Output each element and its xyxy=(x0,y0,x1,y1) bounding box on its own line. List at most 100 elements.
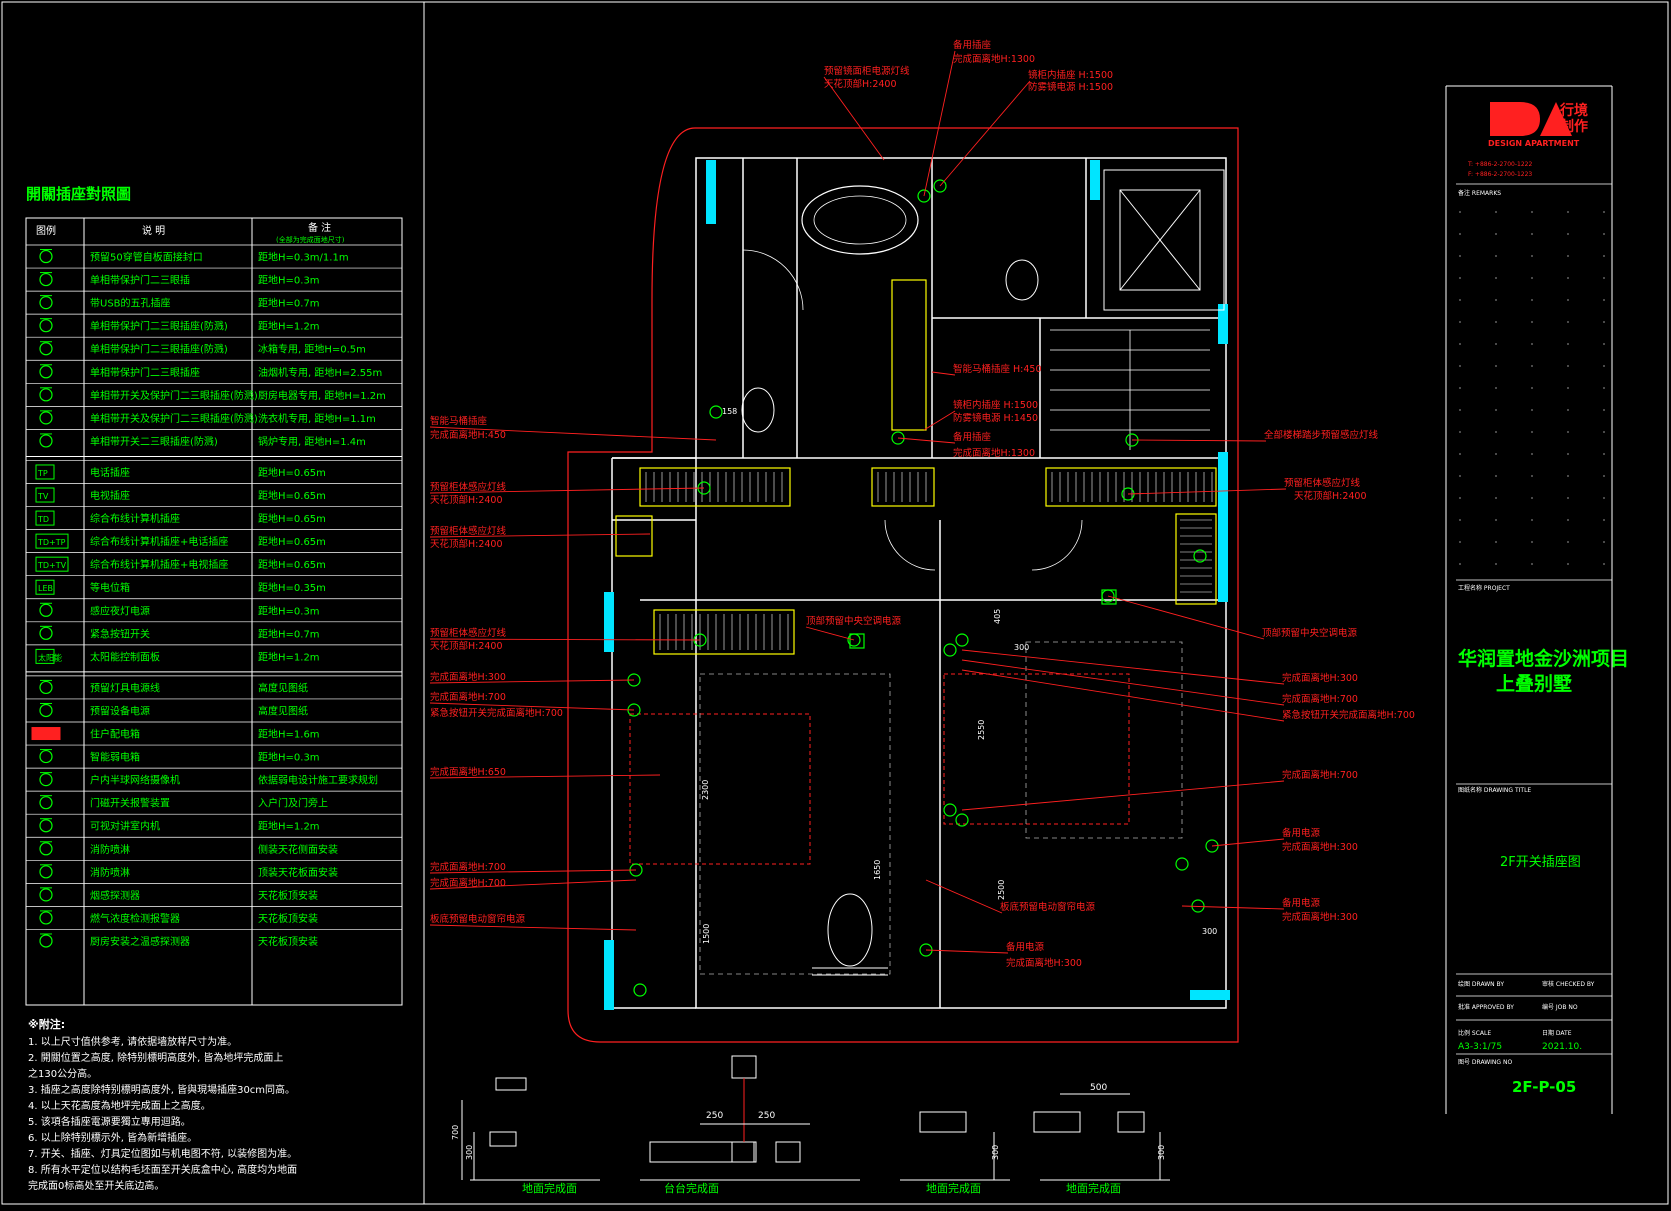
svg-text:行境: 行境 xyxy=(1559,102,1588,119)
window-glass xyxy=(604,160,1230,1010)
legend-desc: 单相带开关二三眼插座(防溅) xyxy=(90,435,218,448)
annotation-label: 备用电源 xyxy=(1006,941,1045,953)
leader-line xyxy=(429,869,637,874)
annotation-label: 板底预留电动窗帘电源 xyxy=(1000,901,1096,913)
legend-note: 顶装天花板面安装 xyxy=(258,866,338,879)
wardrobe xyxy=(1175,513,1217,605)
legend-desc: 电话插座 xyxy=(90,466,130,479)
annotation-label: 预留柜体感应灯线 xyxy=(1284,477,1361,489)
dimension-value: 700 xyxy=(451,1125,460,1140)
annotation-label: 板底预留电动窗帘电源 xyxy=(430,913,526,925)
svg-text:DESIGN APARTMENT: DESIGN APARTMENT xyxy=(1488,139,1580,148)
dimension-value: 250 xyxy=(758,1111,775,1121)
annotation-label: 镜柜内插座 H:1500 xyxy=(953,399,1038,411)
leader-line xyxy=(429,924,637,931)
annotation-label: 紧急按钮开关完成面离地H:700 xyxy=(430,707,563,719)
dimension-value: 250 xyxy=(706,1111,723,1121)
leader-line xyxy=(961,659,1285,706)
staircase xyxy=(1050,329,1210,450)
leader-line xyxy=(961,669,1285,722)
annotation-label: 完成面离地H:1300 xyxy=(953,447,1035,459)
note-line: 1. 以上尺寸值供参考, 请依据墙放样尺寸为准。 xyxy=(28,1035,237,1048)
legend-note: 距地H=0.3m xyxy=(258,604,320,617)
bed xyxy=(629,713,811,865)
legend-note: 冰箱专用, 距地H=0.5m xyxy=(258,343,366,356)
leader-line xyxy=(1127,488,1287,495)
legend-note: 油烟机专用, 距地H=2.55m xyxy=(258,366,382,379)
legend-desc: 等电位箱 xyxy=(90,581,130,594)
drawing-title-label: 图纸名称 DRAWING TITLE xyxy=(1458,786,1531,794)
wardrobe xyxy=(615,515,653,557)
project-label: 工程名称 PROJECT xyxy=(1458,584,1510,592)
annotation-label: 紧急按钮开关完成面离地H:700 xyxy=(1282,709,1415,721)
legend-desc: 综合布线计算机插座+电话插座 xyxy=(90,535,228,548)
leader-line xyxy=(429,426,717,441)
drawn-by-label: 绘图 DRAWN BY xyxy=(1458,980,1504,988)
socket-icon xyxy=(39,272,53,287)
sprinkler2-icon xyxy=(39,864,53,879)
annotation-label: 预留镜面柜电源灯线 xyxy=(824,65,910,77)
leader-line xyxy=(429,879,637,890)
annotation-label: 完成面离地H:700 xyxy=(1282,693,1358,705)
plan-outline xyxy=(567,127,1239,1043)
dimension-value: 158 xyxy=(722,407,737,416)
legend-note: 依据弱电设计施工要求规划 xyxy=(258,774,378,787)
leader-line xyxy=(923,50,956,197)
annotation-label: 顶部预留中央空调电源 xyxy=(806,615,902,627)
title-block: 行境 制作 DESIGN APARTMENT T: +886-2-2700-12… xyxy=(1445,85,1629,1114)
bed xyxy=(943,673,1130,825)
dimension-value: 2300 xyxy=(701,780,710,800)
socket-symbol xyxy=(943,803,957,817)
leader-line xyxy=(925,879,1003,914)
legend-note: 距地H=1.2m xyxy=(258,650,320,663)
wardrobe xyxy=(871,467,935,507)
legend-note: 距地H=0.3m xyxy=(258,751,320,764)
notes-title: ※附注: xyxy=(28,1017,65,1031)
socket-symbol xyxy=(943,643,957,657)
leader-line xyxy=(1211,838,1285,847)
wardrobe xyxy=(653,609,795,655)
annotation-label: 智能马桶插座 H:450 xyxy=(953,363,1042,375)
socket-icon xyxy=(39,318,53,333)
legend-desc: 可视对讲室内机 xyxy=(90,820,160,833)
contact-fax: F: +886-2-2700-1223 xyxy=(1468,171,1532,178)
remarks-label: 备注 REMARKS xyxy=(1458,189,1501,197)
legend-desc: 消防喷淋 xyxy=(90,843,130,856)
annotation-label: 完成面离地H:700 xyxy=(430,861,506,873)
legend-desc: 电视插座 xyxy=(90,489,130,502)
legend-title: 開關插座對照圖 xyxy=(26,185,131,203)
legend-note: 距地H=0.7m xyxy=(258,297,320,310)
legend-note: 侧装天花侧面安装 xyxy=(258,843,338,856)
date-label: 日期 DATE xyxy=(1542,1029,1572,1037)
legend-desc: 预留灯具电源线 xyxy=(90,681,160,694)
legend-desc: 户内半球网络摄像机 xyxy=(90,774,180,787)
legend-header-desc: 说 明 xyxy=(142,224,165,237)
socket-plate xyxy=(495,1077,527,1091)
door-swing xyxy=(884,519,936,571)
icon-label: TD+TP xyxy=(37,538,66,547)
annotation-label: 完成面离地H:700 xyxy=(430,877,506,889)
leader-line xyxy=(429,487,705,494)
td-tp-icon: TD+TP xyxy=(35,533,69,549)
annotation-label: 天花顶部H:2400 xyxy=(824,78,897,90)
annotation-label: 预留柜体感应灯线 xyxy=(430,525,507,537)
annotation-label: 预留柜体感应灯线 xyxy=(430,627,507,639)
leader-line xyxy=(961,780,1285,811)
elevation-label: 台台完成面 xyxy=(664,1181,719,1195)
leader-line xyxy=(931,371,956,376)
ceiling-outline xyxy=(699,673,891,975)
socket-symbol xyxy=(891,431,905,445)
annotation-label: 备用插座 xyxy=(953,431,992,443)
annotation-label: 顶部预留中央空调电源 xyxy=(1262,627,1358,639)
socket-symbol xyxy=(955,813,969,827)
socket-symbol xyxy=(1205,839,1219,853)
legend-table-frame xyxy=(25,217,403,1006)
sprinkler-icon xyxy=(39,841,53,856)
door-swing xyxy=(742,249,804,311)
button-icon xyxy=(39,625,53,640)
socket-plate xyxy=(919,1111,967,1133)
annotation-label: 镜柜内插座 H:1500 xyxy=(1028,69,1113,81)
icon-label: TD+TV xyxy=(37,561,67,570)
